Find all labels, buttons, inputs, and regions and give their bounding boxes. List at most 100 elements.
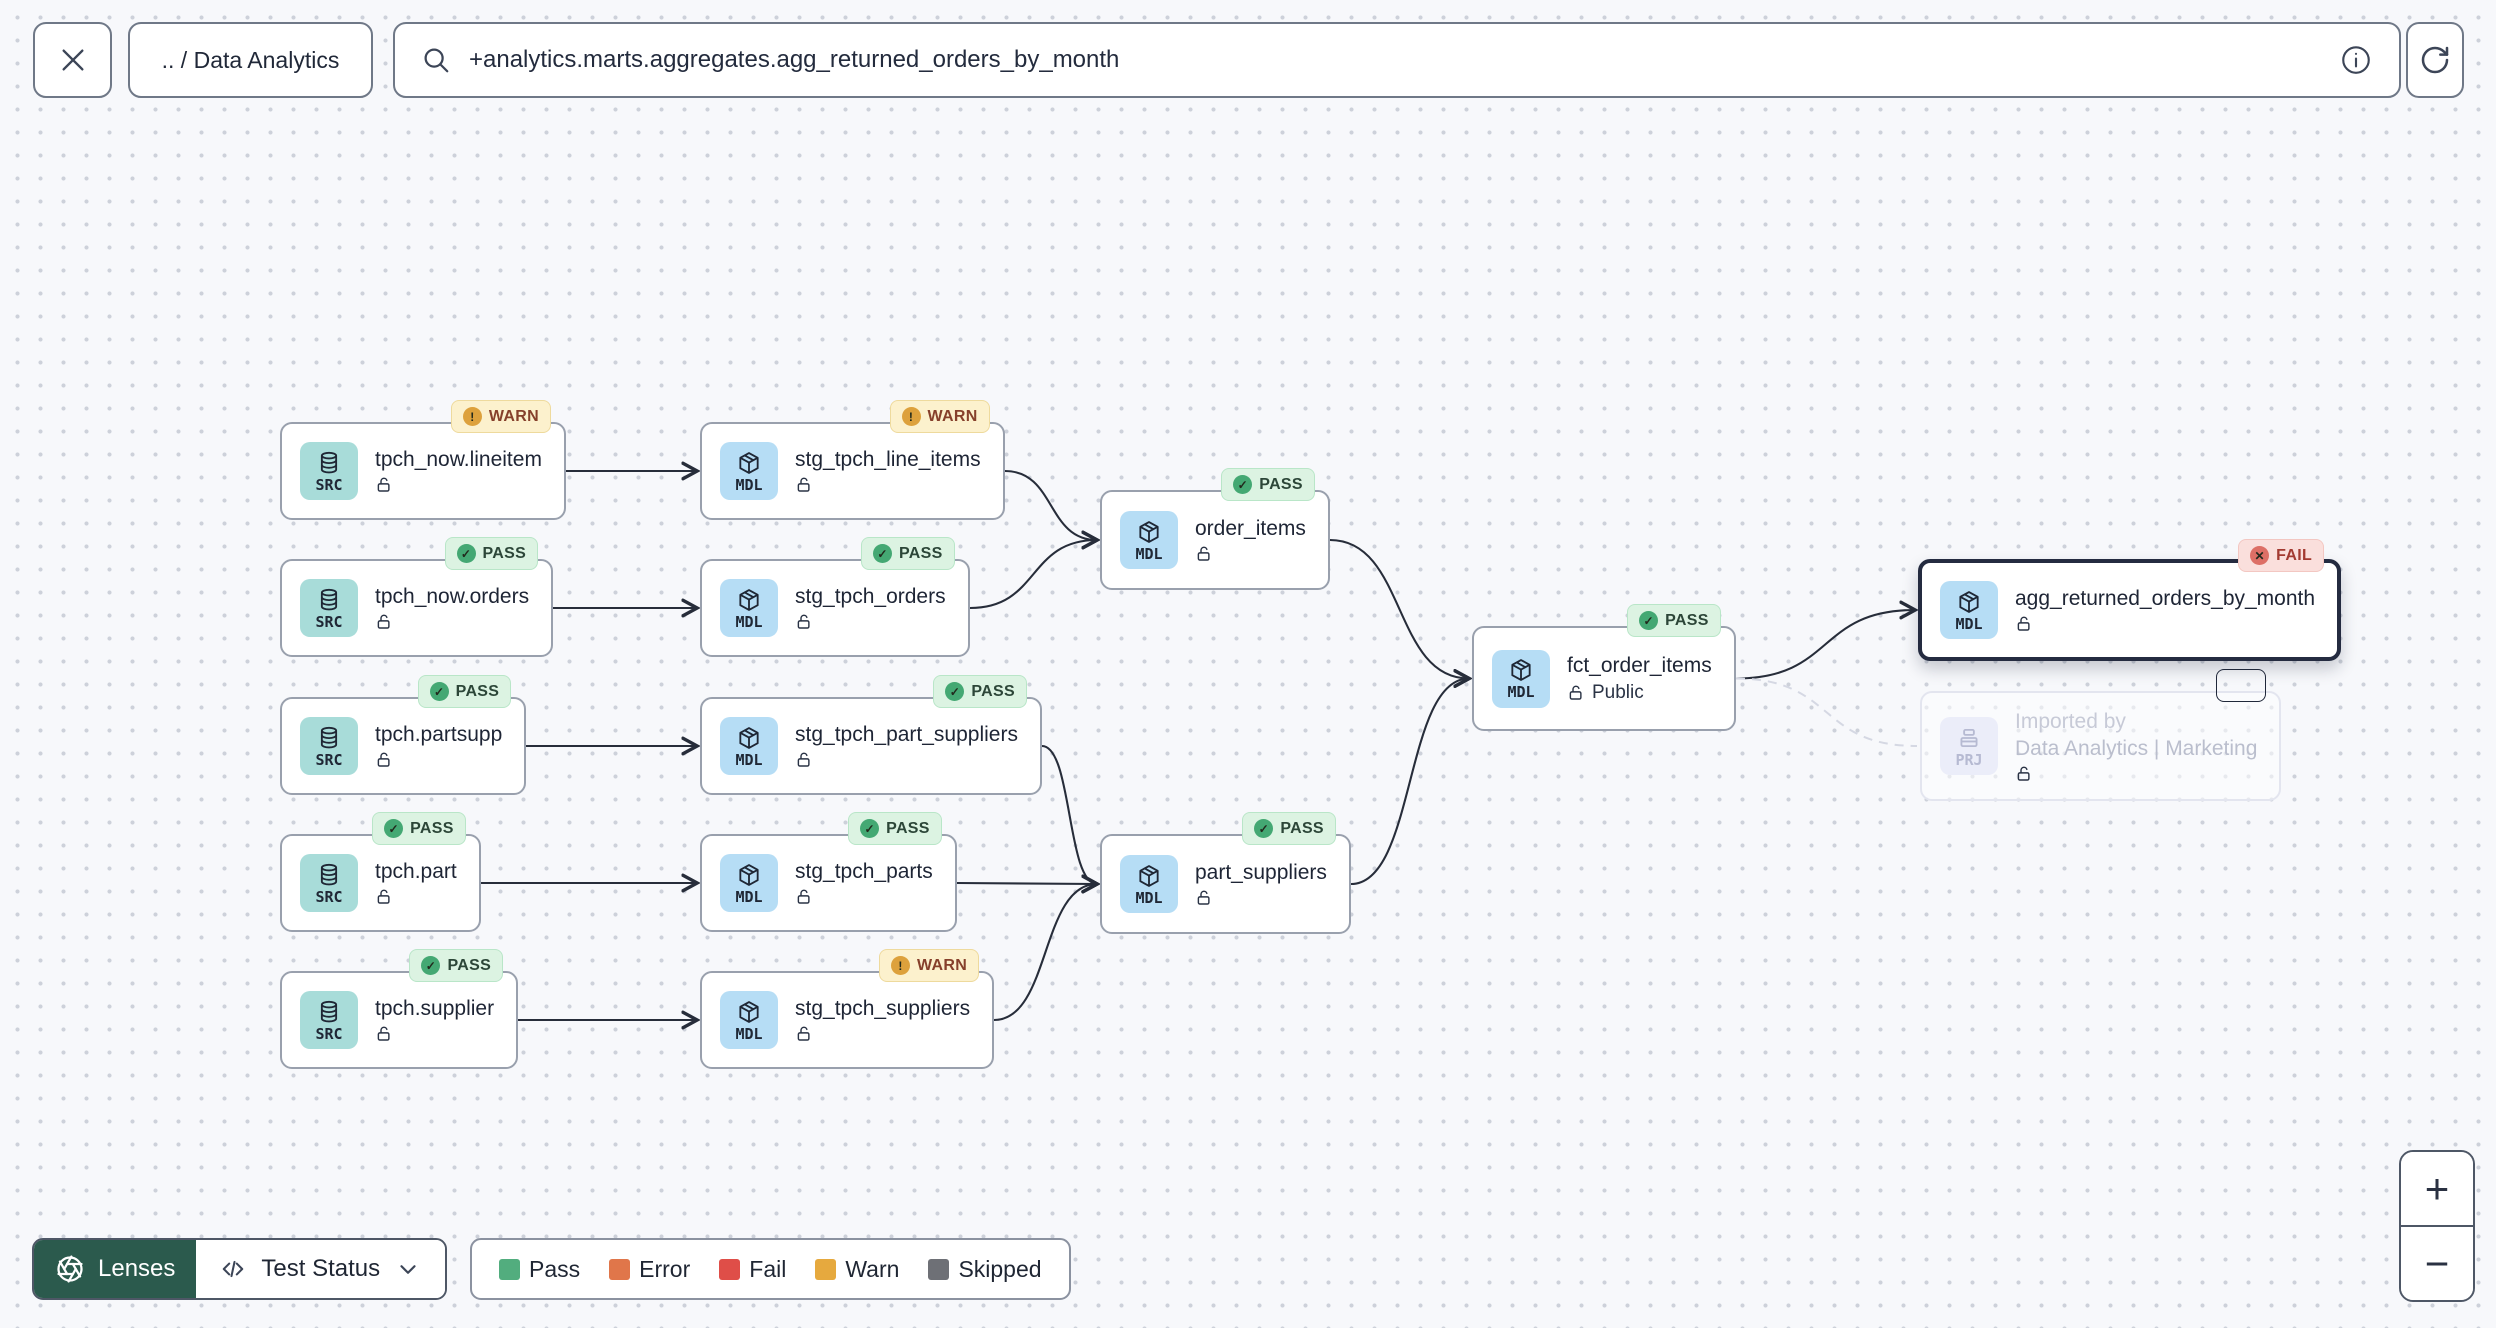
graph-node-tpch_supplier[interactable]: SRC tpch.supplier ✓ PASS — [280, 949, 519, 1069]
lock-open-icon — [375, 476, 393, 494]
status-dot-icon: ! — [901, 407, 921, 426]
status-dot-icon: ✓ — [1254, 819, 1274, 838]
node-title: tpch.partsupp — [375, 723, 503, 746]
status-badge: ✓ PASS — [848, 812, 942, 845]
cube-icon — [1956, 589, 1982, 615]
graph-node-tpch_part[interactable]: SRC tpch.part ✓ PASS — [280, 812, 481, 932]
graph-node-fct_order_items[interactable]: MDL fct_order_items Public ✓ PASS — [1472, 604, 1736, 731]
status-dot-icon: ✓ — [1639, 611, 1659, 630]
database-icon — [316, 450, 342, 476]
status-dot-icon: ! — [462, 407, 482, 426]
lock-open-icon — [375, 888, 393, 906]
edge-fct_order_items-to-imported_by — [1735, 677, 1918, 747]
status-dot-icon — [2228, 676, 2247, 695]
node-access — [1195, 545, 1306, 563]
refresh-icon — [2419, 44, 2451, 76]
status-dot-icon: ✓ — [429, 682, 449, 701]
status-badge: ! WARN — [450, 400, 551, 433]
zoom-out-button[interactable]: − — [2401, 1227, 2473, 1300]
graph-node-stg_tpch_part_suppliers[interactable]: MDL stg_tpch_part_suppliers ✓ PASS — [700, 675, 1042, 795]
node-access — [2015, 615, 2315, 633]
chevron-down-icon — [395, 1256, 421, 1282]
legend-item: Warn — [815, 1256, 899, 1283]
graph-node-stg_tpch_orders[interactable]: MDL stg_tpch_orders ✓ PASS — [700, 537, 970, 657]
status-dot-icon: ✓ — [384, 819, 404, 838]
node-kind-badge: PRJ — [1940, 717, 1998, 775]
status-dot-icon: ! — [891, 956, 911, 975]
lock-open-icon — [795, 1025, 813, 1043]
refresh-button[interactable] — [2406, 22, 2464, 98]
node-title: stg_tpch_line_items — [795, 448, 981, 471]
node-title: stg_tpch_part_suppliers — [795, 723, 1018, 746]
test-status-legend: Pass Error Fail Warn Skipped — [470, 1238, 1071, 1300]
legend-swatch — [719, 1258, 741, 1280]
node-access — [1195, 889, 1327, 907]
node-kind-badge: MDL — [720, 579, 778, 637]
node-title: fct_order_items — [1567, 653, 1712, 677]
lock-open-icon — [1195, 889, 1213, 907]
search-bar[interactable] — [393, 22, 2401, 98]
node-kind-badge: SRC — [300, 854, 358, 912]
database-icon — [316, 999, 342, 1025]
status-badge: ✓ PASS — [861, 537, 955, 570]
node-kind-badge: MDL — [1120, 855, 1178, 913]
node-kind-badge: MDL — [720, 991, 778, 1049]
legend-swatch — [928, 1258, 950, 1280]
node-kind-badge: SRC — [300, 442, 358, 500]
graph-node-part_suppliers[interactable]: MDL part_suppliers ✓ PASS — [1100, 812, 1351, 934]
lock-open-icon — [375, 613, 393, 631]
search-icon — [421, 45, 451, 75]
node-kind-badge: MDL — [720, 854, 778, 912]
graph-node-tpch_partsupp[interactable]: SRC tpch.partsupp ✓ PASS — [280, 675, 527, 795]
close-button[interactable] — [33, 22, 112, 98]
info-icon[interactable] — [2339, 43, 2373, 77]
status-badge: ✓ PASS — [1242, 812, 1336, 845]
lock-open-icon — [2015, 765, 2033, 783]
search-input[interactable] — [469, 46, 2321, 74]
node-title: order_items — [1195, 517, 1306, 540]
status-badge: ✓ PASS — [372, 812, 466, 845]
node-title: Data Analytics | Marketing — [2015, 736, 2258, 760]
legend-item: Pass — [499, 1256, 580, 1283]
lens-selector-dropdown[interactable]: Test Status — [196, 1240, 446, 1298]
graph-node-tpch_now_orders[interactable]: SRC tpch_now.orders ✓ PASS — [280, 537, 554, 657]
lock-open-icon — [1567, 684, 1585, 702]
node-kind-badge: MDL — [1120, 511, 1178, 569]
node-title: stg_tpch_suppliers — [795, 997, 971, 1020]
lock-open-icon — [795, 888, 813, 906]
edge-stg_tpch_suppliers-to-part_suppliers — [993, 874, 1101, 1022]
graph-node-stg_tpch_line_items[interactable]: MDL stg_tpch_line_items ! WARN — [700, 400, 1005, 520]
graph-node-order_items[interactable]: MDL order_items ✓ PASS — [1100, 468, 1330, 590]
legend-item: Fail — [719, 1256, 786, 1283]
cube-icon — [1136, 863, 1162, 889]
lenses-button[interactable]: Lenses — [34, 1240, 197, 1298]
breadcrumb[interactable]: .. / Data Analytics — [128, 22, 373, 98]
status-dot-icon: ✓ — [1233, 475, 1253, 494]
legend-swatch — [815, 1258, 837, 1280]
node-title: tpch.supplier — [375, 997, 495, 1020]
close-icon — [57, 44, 89, 76]
cube-icon — [736, 725, 762, 751]
graph-node-stg_tpch_parts[interactable]: MDL stg_tpch_parts ✓ PASS — [700, 812, 957, 932]
cube-icon — [1136, 519, 1162, 545]
project-icon — [1956, 725, 1982, 751]
graph-node-stg_tpch_suppliers[interactable]: MDL stg_tpch_suppliers ! WARN — [700, 949, 995, 1069]
lock-open-icon — [795, 751, 813, 769]
status-badge: ✓ PASS — [409, 949, 504, 982]
graph-node-agg_returned_orders_by_month[interactable]: MDL agg_returned_orders_by_month ✕ FAIL — [1918, 539, 2342, 661]
graph-node-tpch_now_lineitem[interactable]: SRC tpch_now.lineitem ! WARN — [280, 400, 566, 520]
zoom-in-button[interactable]: + — [2401, 1152, 2473, 1225]
node-title: stg_tpch_parts — [795, 860, 933, 883]
lens-selected-label: Test Status — [261, 1255, 381, 1282]
node-kind-badge: SRC — [300, 991, 358, 1049]
node-access — [795, 751, 1018, 769]
node-title: tpch_now.orders — [375, 585, 530, 608]
node-title: tpch_now.lineitem — [375, 448, 542, 471]
status-badge: ! WARN — [879, 949, 980, 982]
status-badge: ! WARN — [889, 400, 990, 433]
aperture-icon — [55, 1254, 85, 1284]
cube-icon — [736, 450, 762, 476]
edge-order_items-to-fct_order_items — [1329, 538, 1473, 688]
